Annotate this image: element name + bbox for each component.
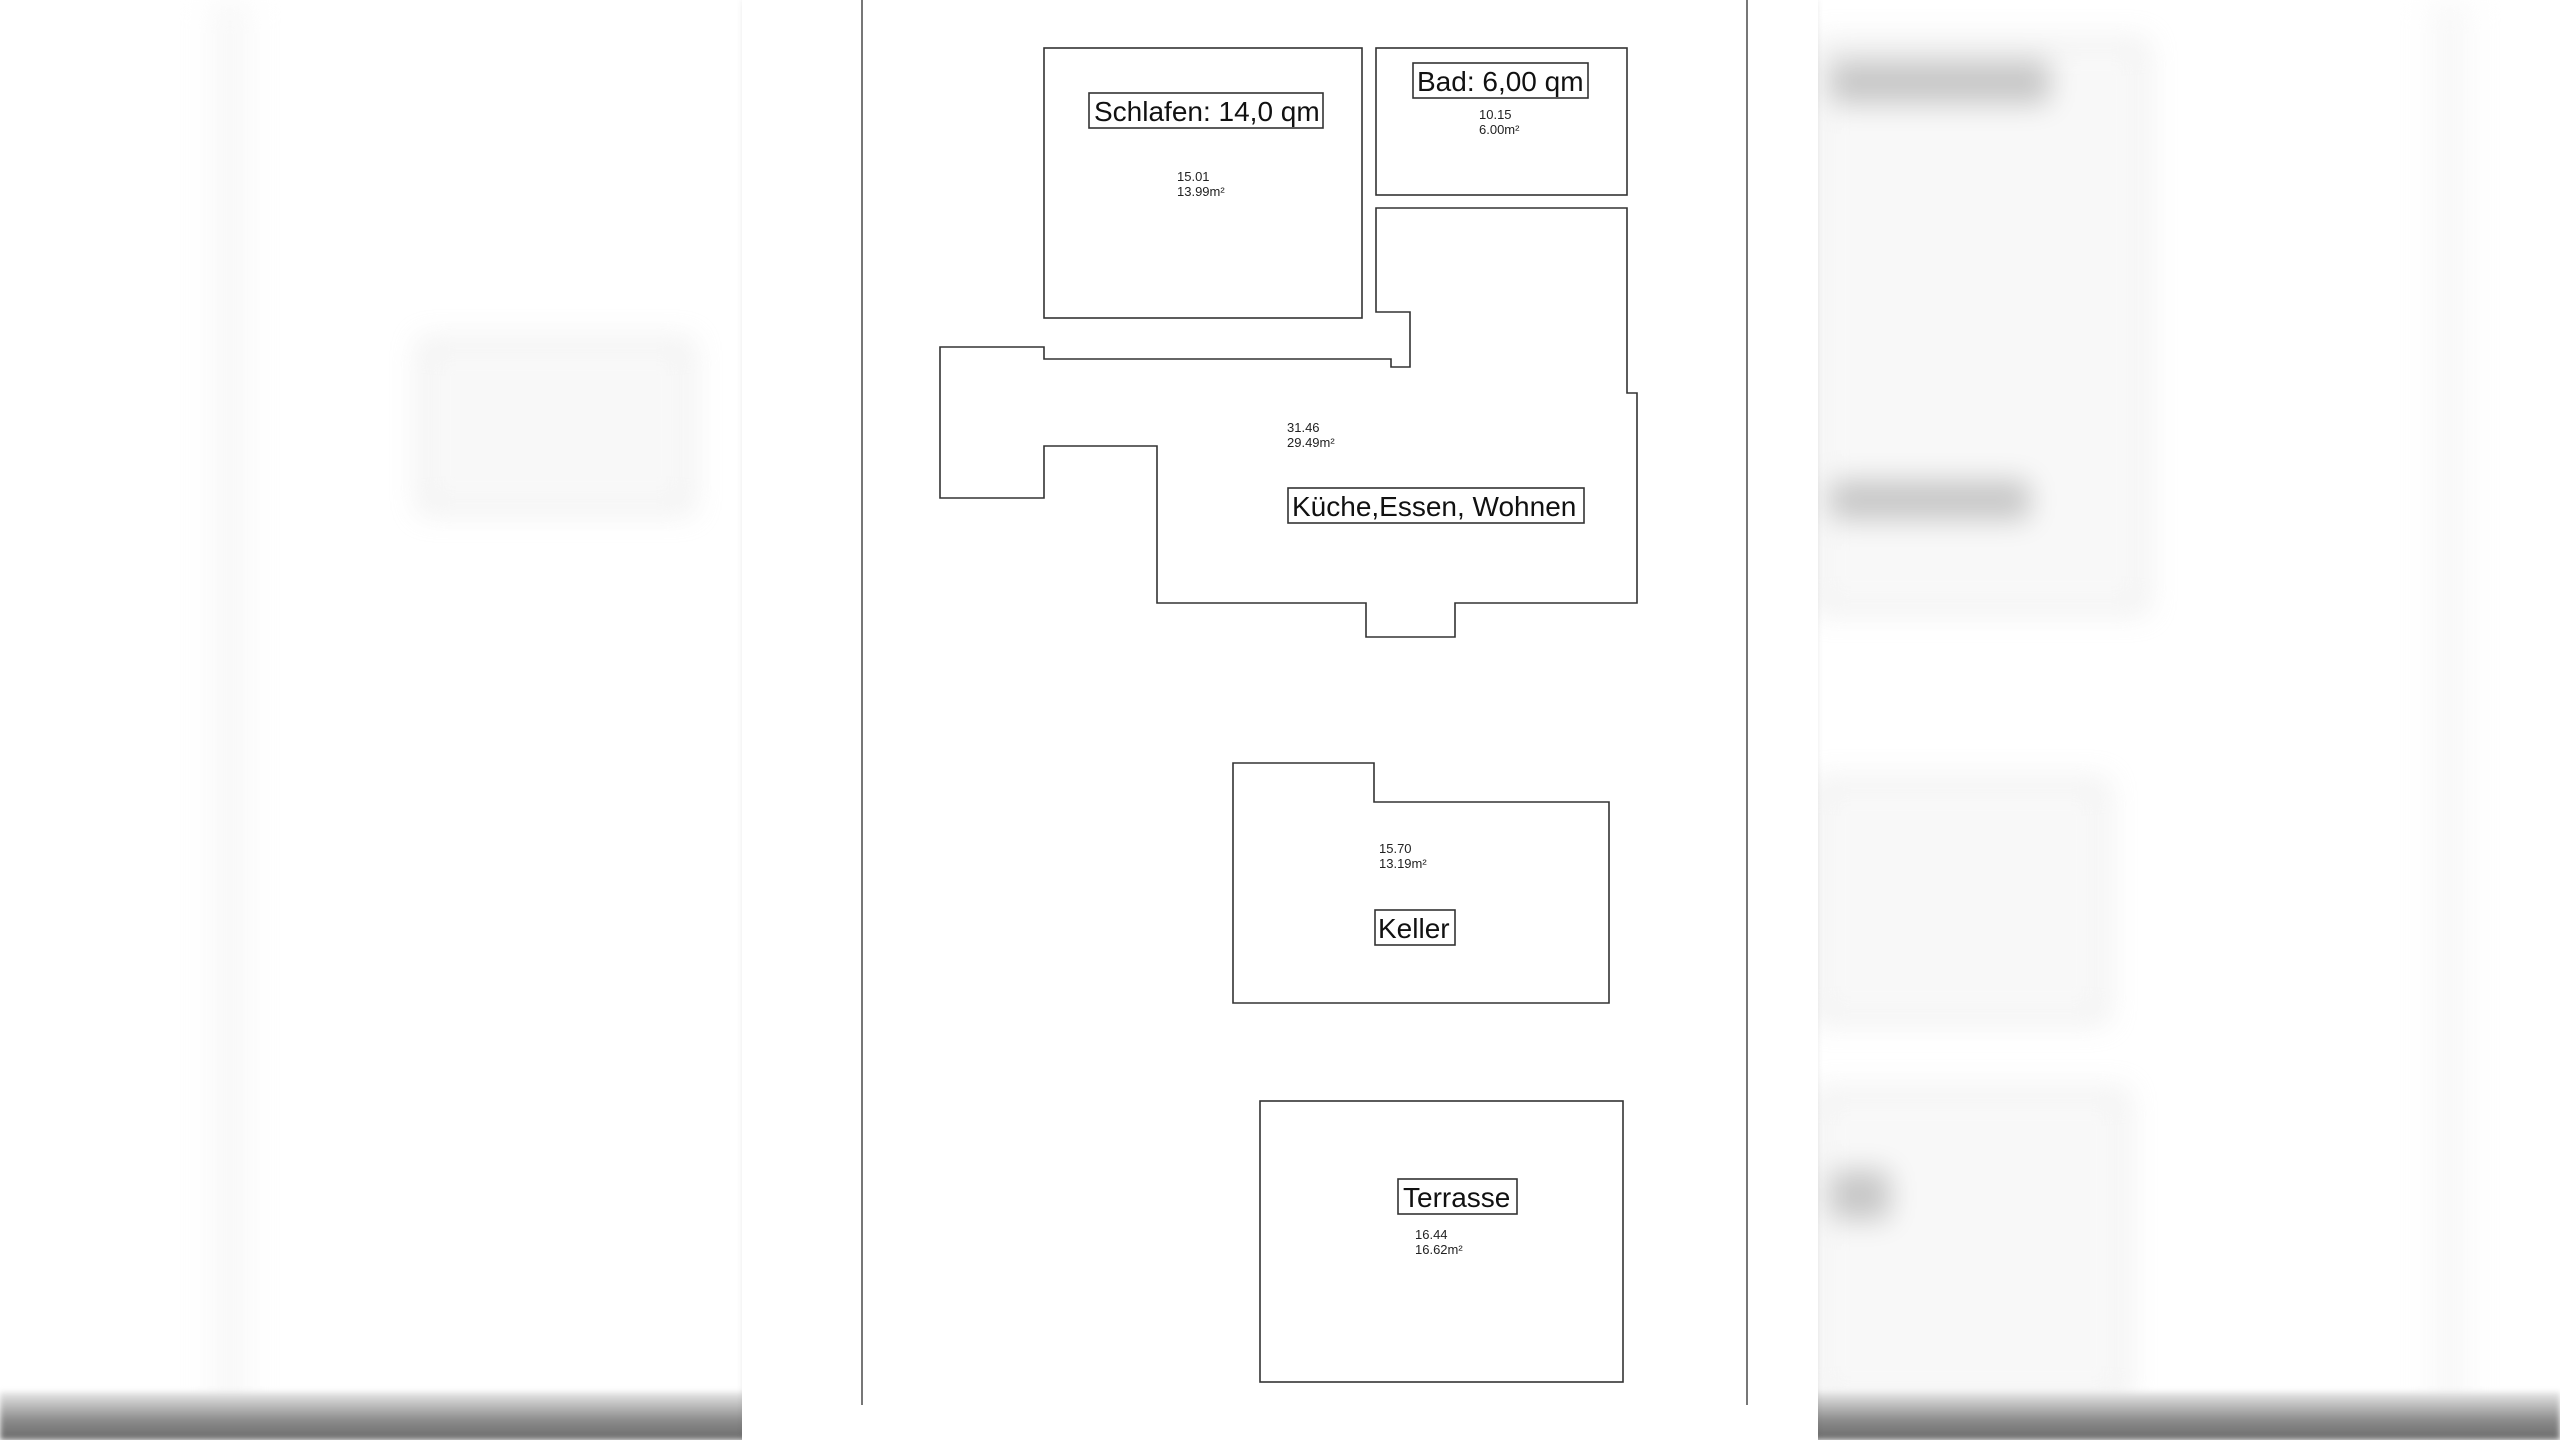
room-bad-area: 6.00m²	[1479, 122, 1520, 137]
room-terrasse-label: Terrasse	[1403, 1182, 1510, 1213]
room-terrasse[interactable]: Terrasse 16.44 16.62m²	[1259, 1100, 1624, 1383]
room-terrasse-area: 16.62m²	[1415, 1242, 1463, 1257]
floor-plan-drawing: Schlafen: 14,0 qm 15.01 13.99m² Bad: 6,0…	[861, 0, 1748, 1405]
room-keller-outline	[1232, 762, 1610, 1004]
background-block	[420, 340, 692, 512]
room-bad-outline	[1375, 47, 1628, 196]
background-edge-left	[200, 0, 260, 1440]
room-keller[interactable]: Keller 15.70 13.19m²	[1232, 762, 1610, 1004]
room-kueche-label: Küche,Essen, Wohnen	[1292, 491, 1576, 522]
room-schlafen-outline	[1043, 47, 1363, 319]
background-block	[1815, 40, 2147, 612]
room-bad-perimeter: 10.15	[1479, 107, 1512, 122]
room-schlafen[interactable]: Schlafen: 14,0 qm 15.01 13.99m²	[1043, 47, 1363, 319]
room-kueche-outline	[939, 207, 1638, 638]
background-blur-text	[1830, 480, 2030, 520]
room-kueche-label-box	[1287, 487, 1585, 524]
room-keller-perimeter: 15.70	[1379, 841, 1412, 856]
background-blur-text	[1830, 60, 2050, 104]
room-terrasse-outline	[1259, 1100, 1624, 1383]
room-keller-area: 13.19m²	[1379, 856, 1427, 871]
room-schlafen-label: Schlafen: 14,0 qm	[1094, 96, 1320, 127]
room-kueche[interactable]: Küche,Essen, Wohnen 31.46 29.49m²	[939, 207, 1638, 638]
room-keller-label: Keller	[1378, 913, 1450, 944]
room-schlafen-label-box	[1088, 92, 1324, 129]
room-terrasse-perimeter: 16.44	[1415, 1227, 1448, 1242]
room-terrasse-label-box	[1397, 1178, 1518, 1215]
room-schlafen-perimeter: 15.01	[1177, 169, 1210, 184]
room-schlafen-area: 13.99m²	[1177, 184, 1225, 199]
room-bad[interactable]: Bad: 6,00 qm 10.15 6.00m²	[1375, 47, 1628, 196]
room-keller-label-box	[1374, 909, 1456, 946]
room-bad-label-box	[1412, 62, 1589, 99]
background-block	[1815, 1090, 2127, 1402]
room-kueche-area: 29.49m²	[1287, 435, 1335, 450]
room-kueche-perimeter: 31.46	[1287, 420, 1320, 435]
floor-plan-viewer: Schlafen: 14,0 qm 15.01 13.99m² Bad: 6,0…	[742, 0, 1818, 1440]
background-blur-text	[1830, 1170, 1890, 1220]
room-bad-label: Bad: 6,00 qm	[1417, 66, 1584, 97]
background-edge-right	[2420, 0, 2480, 1440]
background-block	[1815, 780, 2107, 1022]
